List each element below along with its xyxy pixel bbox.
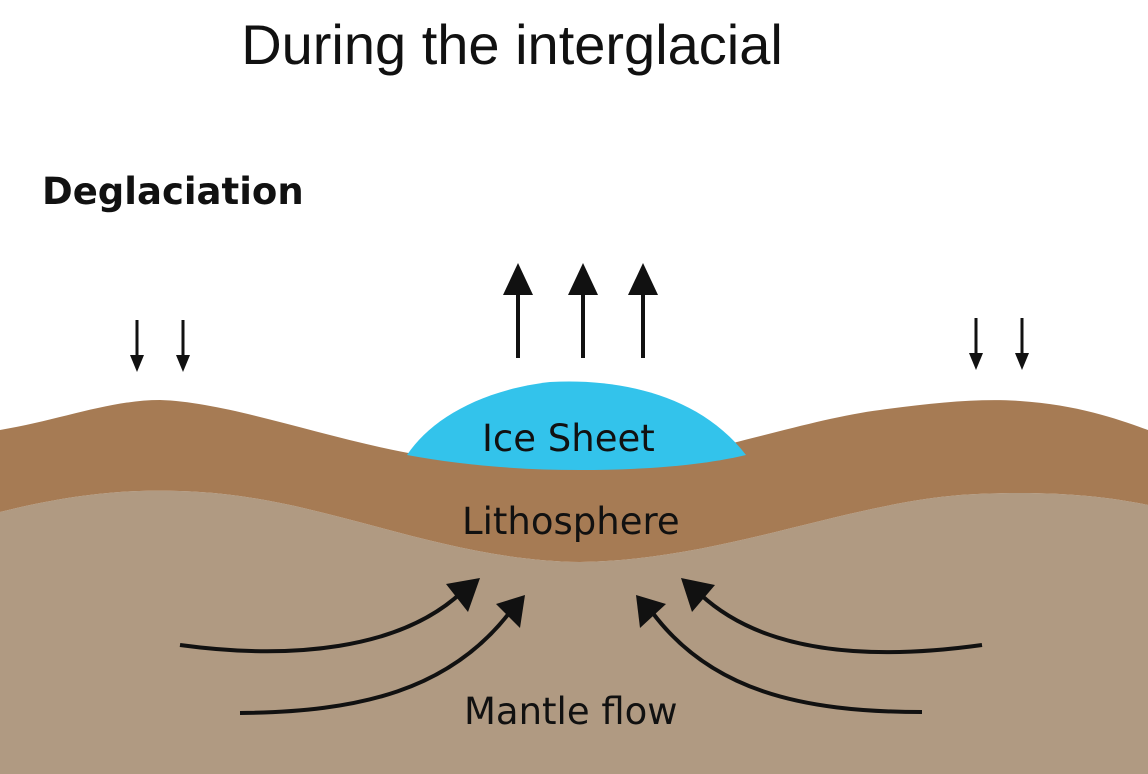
lithosphere-layer — [0, 400, 1148, 562]
uplift-arrow-1 — [503, 263, 533, 358]
uplift-arrows — [503, 263, 658, 358]
subsidence-arrows-right — [969, 318, 1029, 370]
mantle-flow-label: Mantle flow — [464, 690, 678, 733]
diagram-title: During the interglacial — [241, 13, 783, 76]
subsidence-arrow-right-1 — [969, 318, 983, 370]
mantle-flow-arrows — [179, 578, 983, 715]
subsidence-arrows-left — [130, 320, 190, 372]
uplift-arrow-3 — [628, 263, 658, 358]
mantle-layer — [0, 490, 1148, 774]
lithosphere-label: Lithosphere — [462, 500, 680, 543]
mantle-flow-arrow-right-outer — [681, 578, 983, 655]
mantle-flow-arrow-left-outer — [179, 578, 480, 654]
ice-sheet — [407, 381, 746, 470]
subsidence-arrow-right-2 — [1015, 318, 1029, 370]
subsidence-arrow-left-1 — [130, 320, 144, 372]
uplift-arrow-2 — [568, 263, 598, 358]
diagram-subtitle: Deglaciation — [42, 170, 304, 213]
subsidence-arrow-left-2 — [176, 320, 190, 372]
mantle-flow-arrow-left-inner — [239, 595, 525, 715]
mantle-flow-arrow-right-inner — [636, 595, 923, 714]
ice-sheet-label: Ice Sheet — [482, 417, 655, 460]
